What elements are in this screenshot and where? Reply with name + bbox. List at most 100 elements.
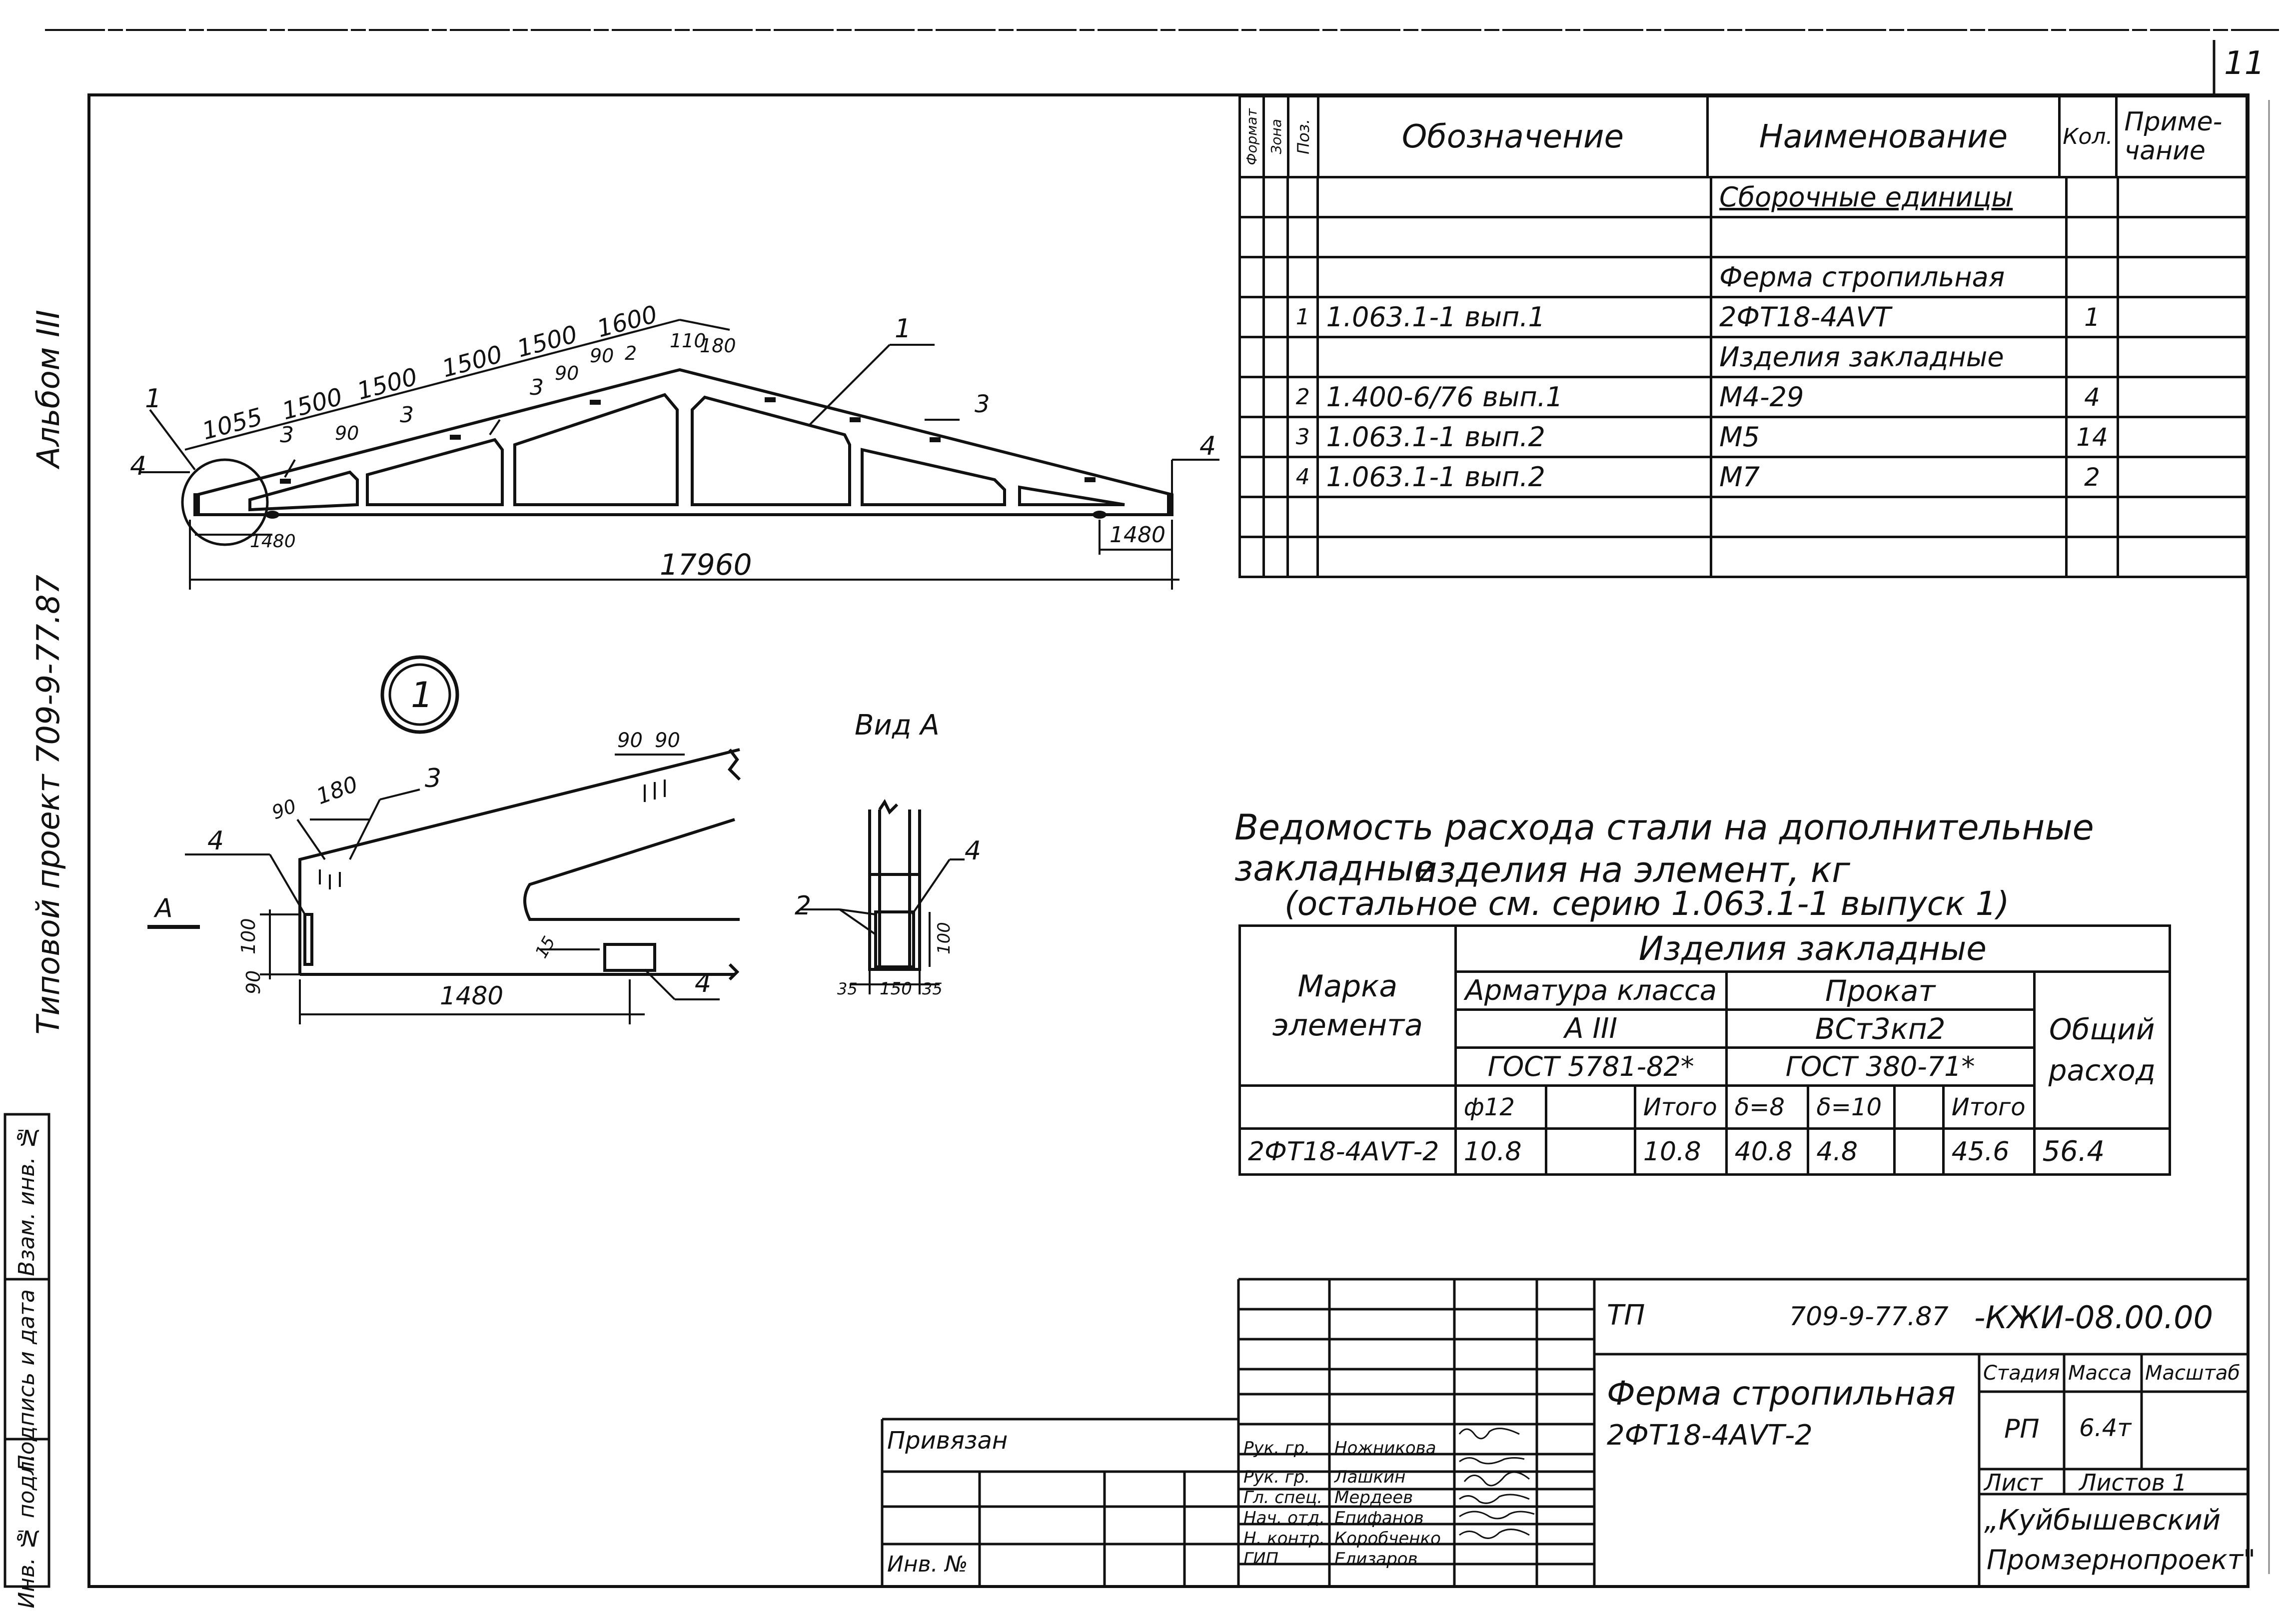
steel-rolled-header: Прокат [1725,970,2036,1011]
org-line2: Промзернопроект" [1987,1544,2256,1576]
spec-cell-name [1710,536,2068,578]
spec-cell-designation: 1.063.1-1 вып.2 [1316,416,1713,458]
signer-name: Лашкин [1334,1467,1406,1487]
steel-rebar-class: А III [1454,1008,1728,1049]
steel-rolled-gost: ГОСТ 380-71* [1725,1046,2036,1087]
steel-sub-blank-2 [1893,1084,1945,1130]
doc-name-line1: Ферма стропильная [1607,1374,1956,1413]
detail-callout: 1 [411,675,433,716]
signer-role: Рук. гр. [1243,1467,1310,1487]
spec-cell-designation [1316,536,1713,578]
spec-cell-qty [2065,176,2119,218]
steel-table-title-3: (остальное см. серию 1.063.1-1 выпуск 1) [1284,884,2010,923]
spec-cell-designation: 1.063.1-1 вып.2 [1316,456,1713,498]
steel-total-header: Общий расход [2033,970,2171,1130]
steel-sub-d8: δ=8 [1725,1084,1810,1130]
spec-cell-qty [2065,536,2119,578]
signer-role: Н. контр. [1243,1529,1325,1549]
spec-cell-name: Изделия закладные [1710,336,2068,378]
spec-cell-qty [2065,336,2119,378]
steel-table: Марка элемента Изделия закладные Арматур… [1238,924,2172,1176]
signer-name: Епифанов [1334,1508,1424,1528]
inv-label: Инв. № [887,1552,968,1577]
truss-part-3b: 3 [400,402,414,428]
view-a-marker: A [153,893,173,923]
spec-cell-pos [1286,536,1319,578]
spec-header-note: Приме-чание [2115,95,2249,178]
view-a-dim-35a: 35 [837,979,858,998]
spec-cell-designation: 1.400-6/76 вып.1 [1316,376,1713,418]
spec-header-qty: Кол. [2058,95,2118,178]
view-a-drawing: Вид А 35 150 35 100 4 2 [795,709,981,999]
detail-part-3: 3 [425,764,441,794]
signer-role: Нач. отд. [1243,1508,1325,1528]
sheet-number: 11 [2224,45,2265,82]
spec-cell-name: Сборочные единицы [1710,176,2068,218]
truss-dim-180: 180 [700,335,736,357]
truss-part-3d: 3 [975,390,990,418]
mass-value: 6.4т [2079,1414,2132,1442]
doc-code-suffix: -КЖИ-08.00.00 [1974,1299,2214,1336]
detail-dim-90c: 90 [655,729,680,752]
tied-label: Привязан [887,1427,1008,1455]
spec-cell-qty [2065,216,2119,258]
spec-cell-pos: 1 [1286,296,1319,338]
spec-cell-name: М7 [1710,456,2068,498]
detail-dim-100: 100 [237,918,259,954]
spec-cell-qty: 2 [2065,456,2119,498]
detail-dim-90d: 90 [242,970,264,994]
truss-part-4a: 4 [130,451,146,481]
detail-part-4a: 4 [207,826,224,856]
spec-cell-designation [1316,176,1713,218]
steel-sub-blank-1 [1545,1084,1636,1130]
spec-cell-qty: 4 [2065,376,2119,418]
steel-mark-header: Марка элемента [1238,924,1457,1087]
detail-part-4b: 4 [695,968,711,998]
spec-row [1238,496,2249,538]
stage-value: РП [2004,1414,2040,1444]
truss-dim-90a: 90 [335,422,359,444]
detail-1-drawing: 1 90 180 90 90 100 90 1480 [147,655,741,1024]
spec-cell-designation [1316,256,1713,298]
spec-cell-name: Ферма стропильная [1710,256,2068,298]
spec-cell-designation [1316,336,1713,378]
left-stamp [3,1113,50,1588]
doc-code-prefix: ТП [1607,1299,1645,1332]
doc-code: 709-9-77.87 [1789,1302,1949,1332]
spec-cell-designation [1316,496,1713,538]
signer-name: Ножникова [1334,1438,1436,1458]
spec-cell-pos: 4 [1286,456,1319,498]
signer-role: ГИП [1243,1549,1278,1569]
spec-cell-name [1710,216,2068,258]
steel-sub-d10: δ=10 [1807,1084,1896,1130]
spec-cell-designation [1316,216,1713,258]
spec-row: Ферма стропильная [1238,256,2249,298]
view-a-dim-150: 150 [880,979,912,999]
truss-part-3a: 3 [280,422,294,448]
steel-rebar-gost: ГОСТ 5781-82* [1454,1046,1728,1087]
spec-cell-qty: 1 [2065,296,2119,338]
spec-cell-qty [2065,496,2119,538]
spec-cell-pos: 2 [1286,376,1319,418]
truss-part-1: 1 [145,384,161,414]
steel-row-mark: 2ФТ18-4АVТ-2 [1238,1127,1457,1176]
signer-name: Елизаров [1334,1549,1418,1569]
spec-header-designation: Обозначение [1317,95,1709,178]
steel-rolled-grade: ВСт3кп2 [1725,1008,2036,1049]
spec-cell-name: 2ФТ18-4АVТ [1710,296,2068,338]
truss-dim-1480-right: 1480 [1110,522,1165,548]
signer-role: Гл. спец. [1243,1488,1323,1508]
steel-rebar-header: Арматура класса [1454,970,1728,1011]
spec-cell-designation: 1.063.1-1 вып.1 [1316,296,1713,338]
mass-header: Масса [2068,1362,2132,1385]
spec-cell-pos [1286,336,1319,378]
spec-cell-name: М5 [1710,416,2068,458]
spec-cell-name: М4-29 [1710,376,2068,418]
truss-part-3c: 3 [530,375,544,400]
